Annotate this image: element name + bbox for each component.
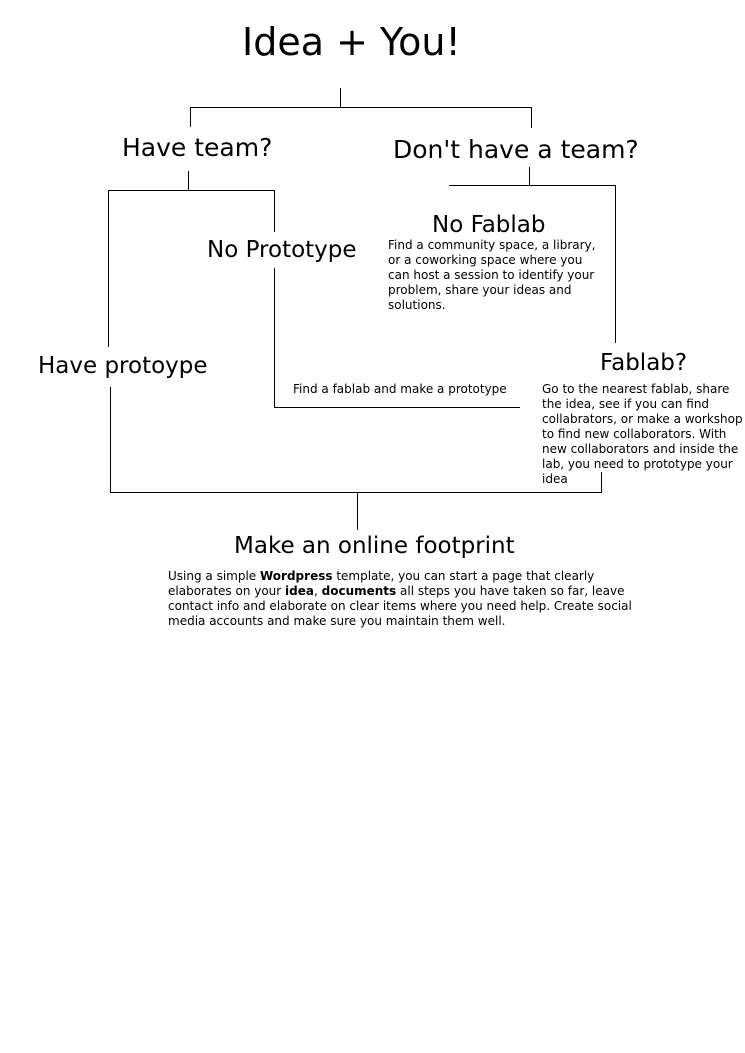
fablab-heading: Fablab? [600, 350, 688, 376]
footprint-text-part: all steps you have taken so far, leave c… [168, 584, 632, 628]
footprint-text-part: , [313, 584, 322, 598]
no-team-node: Don't have a team? [393, 135, 639, 164]
connector-fablab-down [601, 472, 602, 493]
wordpress-bold: Wordpress [260, 569, 333, 583]
fablab-text: Go to the nearest fablab, share the idea… [542, 382, 743, 486]
no-fablab-text: Find a community space, a library, or a … [388, 238, 596, 312]
connector-no-prototype-down [274, 268, 275, 408]
no-prototype-node: No Prototype [207, 237, 357, 263]
connector-to-no-team [531, 107, 532, 128]
connector-no-team-down [529, 167, 530, 186]
have-prototype-node: Have protoype [38, 353, 208, 379]
make-prototype-note: Find a fablab and make a prototype [293, 382, 507, 396]
connector-to-have-team [190, 107, 191, 127]
connector-title-down [340, 88, 341, 108]
no-fablab-heading: No Fablab [432, 212, 546, 238]
idea-bold: idea [285, 584, 314, 598]
connector-to-fablab [615, 185, 616, 343]
connector-to-have-prototype [108, 190, 109, 347]
connector-to-footprint [357, 492, 358, 530]
connector-prototype-path [274, 407, 520, 408]
footprint-text: Using a simple Wordpress template, you c… [168, 569, 640, 629]
connector-no-team-branch [449, 185, 616, 186]
footprint-text-part: Using a simple [168, 569, 260, 583]
diagram-title: Idea + You! [242, 20, 461, 64]
connector-merge [110, 492, 602, 493]
have-team-node: Have team? [122, 133, 273, 162]
connector-have-team-down [188, 171, 189, 191]
connector-have-team-branch [108, 190, 275, 191]
connector-to-no-prototype [274, 190, 275, 232]
connector-have-prototype-down [110, 387, 111, 493]
footprint-text-part: template, you can start a page that clea… [168, 569, 595, 598]
footprint-heading: Make an online footprint [234, 533, 515, 559]
documents-bold: documents [321, 584, 397, 598]
connector-top-branch [190, 107, 532, 108]
